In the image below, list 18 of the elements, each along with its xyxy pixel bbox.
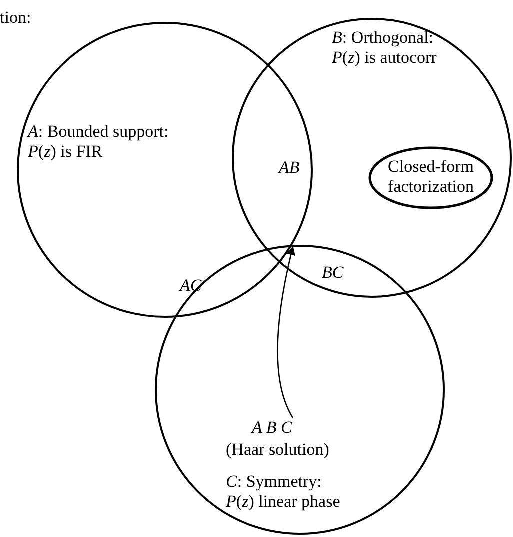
region-heading: B: Orthogonal: bbox=[332, 28, 434, 48]
venn-circle bbox=[232, 18, 512, 298]
region-label: AC bbox=[180, 276, 202, 296]
region-text: P(z) is autocorr bbox=[332, 48, 437, 68]
node-text: Closed-form factorization bbox=[387, 157, 475, 197]
cut-off-text: tion: bbox=[0, 8, 32, 28]
venn-circle bbox=[17, 22, 313, 318]
region-text: P(z) linear phase bbox=[226, 492, 340, 512]
region-heading: A: Bounded support: bbox=[28, 122, 169, 142]
region-text: P(z) is FIR bbox=[28, 142, 103, 162]
region-name: A B C bbox=[252, 418, 292, 438]
region-label: AB bbox=[279, 158, 300, 178]
region-heading: C: Symmetry: bbox=[226, 472, 322, 492]
annotation-text: (Haar solution) bbox=[226, 440, 330, 460]
ellipse-node bbox=[369, 147, 493, 209]
venn-circle bbox=[155, 245, 445, 535]
arrow bbox=[277, 246, 296, 418]
region-label: BC bbox=[322, 263, 344, 283]
